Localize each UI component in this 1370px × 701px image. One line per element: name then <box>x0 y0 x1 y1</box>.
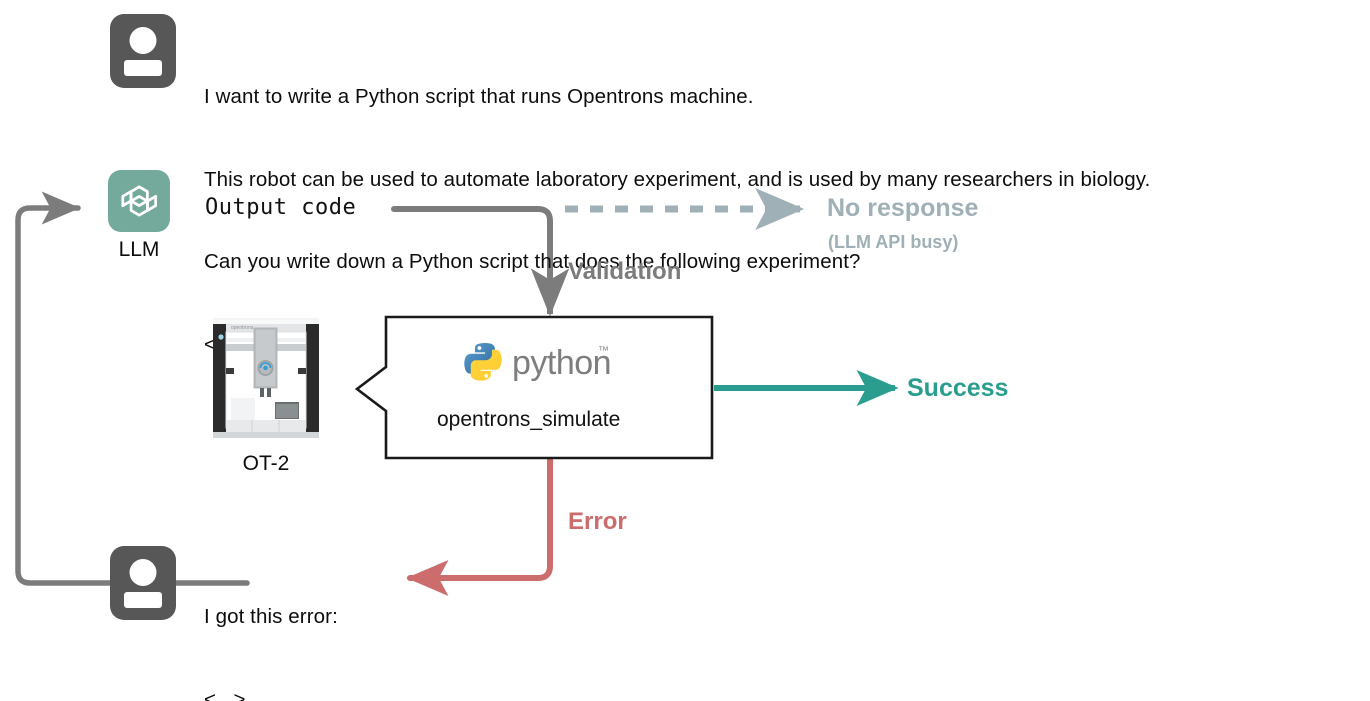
llm-node[interactable] <box>108 170 170 232</box>
llm-node-label: LLM <box>118 238 160 261</box>
user-avatar-icon <box>110 14 176 88</box>
avatar-head-shape <box>129 559 157 586</box>
avatar-head-shape <box>129 27 157 54</box>
no-response-label: No response <box>827 194 979 222</box>
error-label: Error <box>568 508 627 535</box>
user-prompt-line-4: <...> <box>204 331 1150 359</box>
success-label: Success <box>907 374 1009 402</box>
validation-label: Validation <box>568 258 682 285</box>
user-avatar-icon-followup <box>110 546 176 620</box>
user-prompt-line-3: Can you write down a Python script that … <box>204 250 861 273</box>
user-followup-line-1: I got this error: <box>204 605 338 628</box>
no-response-sublabel: (LLM API busy) <box>828 232 959 252</box>
user-prompt-text: I want to write a Python script that run… <box>204 28 1150 413</box>
python-logo-icon <box>462 339 506 388</box>
ot2-robot-image: opentrons <box>209 316 323 447</box>
avatar-body-shape <box>124 592 162 608</box>
python-trademark-symbol: ™ <box>598 345 609 357</box>
ot2-robot-label: OT-2 <box>242 452 290 475</box>
output-code-label: Output code <box>205 195 357 220</box>
user-followup-line-2: <...> <box>204 687 246 701</box>
avatar-body-shape <box>124 60 162 76</box>
svg-text:opentrons: opentrons <box>231 325 254 331</box>
user-followup-text: I got this error: <...> can you fix it? … <box>204 548 587 701</box>
user-prompt-line-2: This robot can be used to automate labor… <box>204 167 1151 191</box>
user-prompt-line-1: I want to write a Python script that run… <box>204 85 754 108</box>
simulator-box-label: opentrons_simulate <box>437 408 621 431</box>
python-wordmark: python <box>512 344 612 382</box>
openai-logo-icon <box>121 185 158 217</box>
